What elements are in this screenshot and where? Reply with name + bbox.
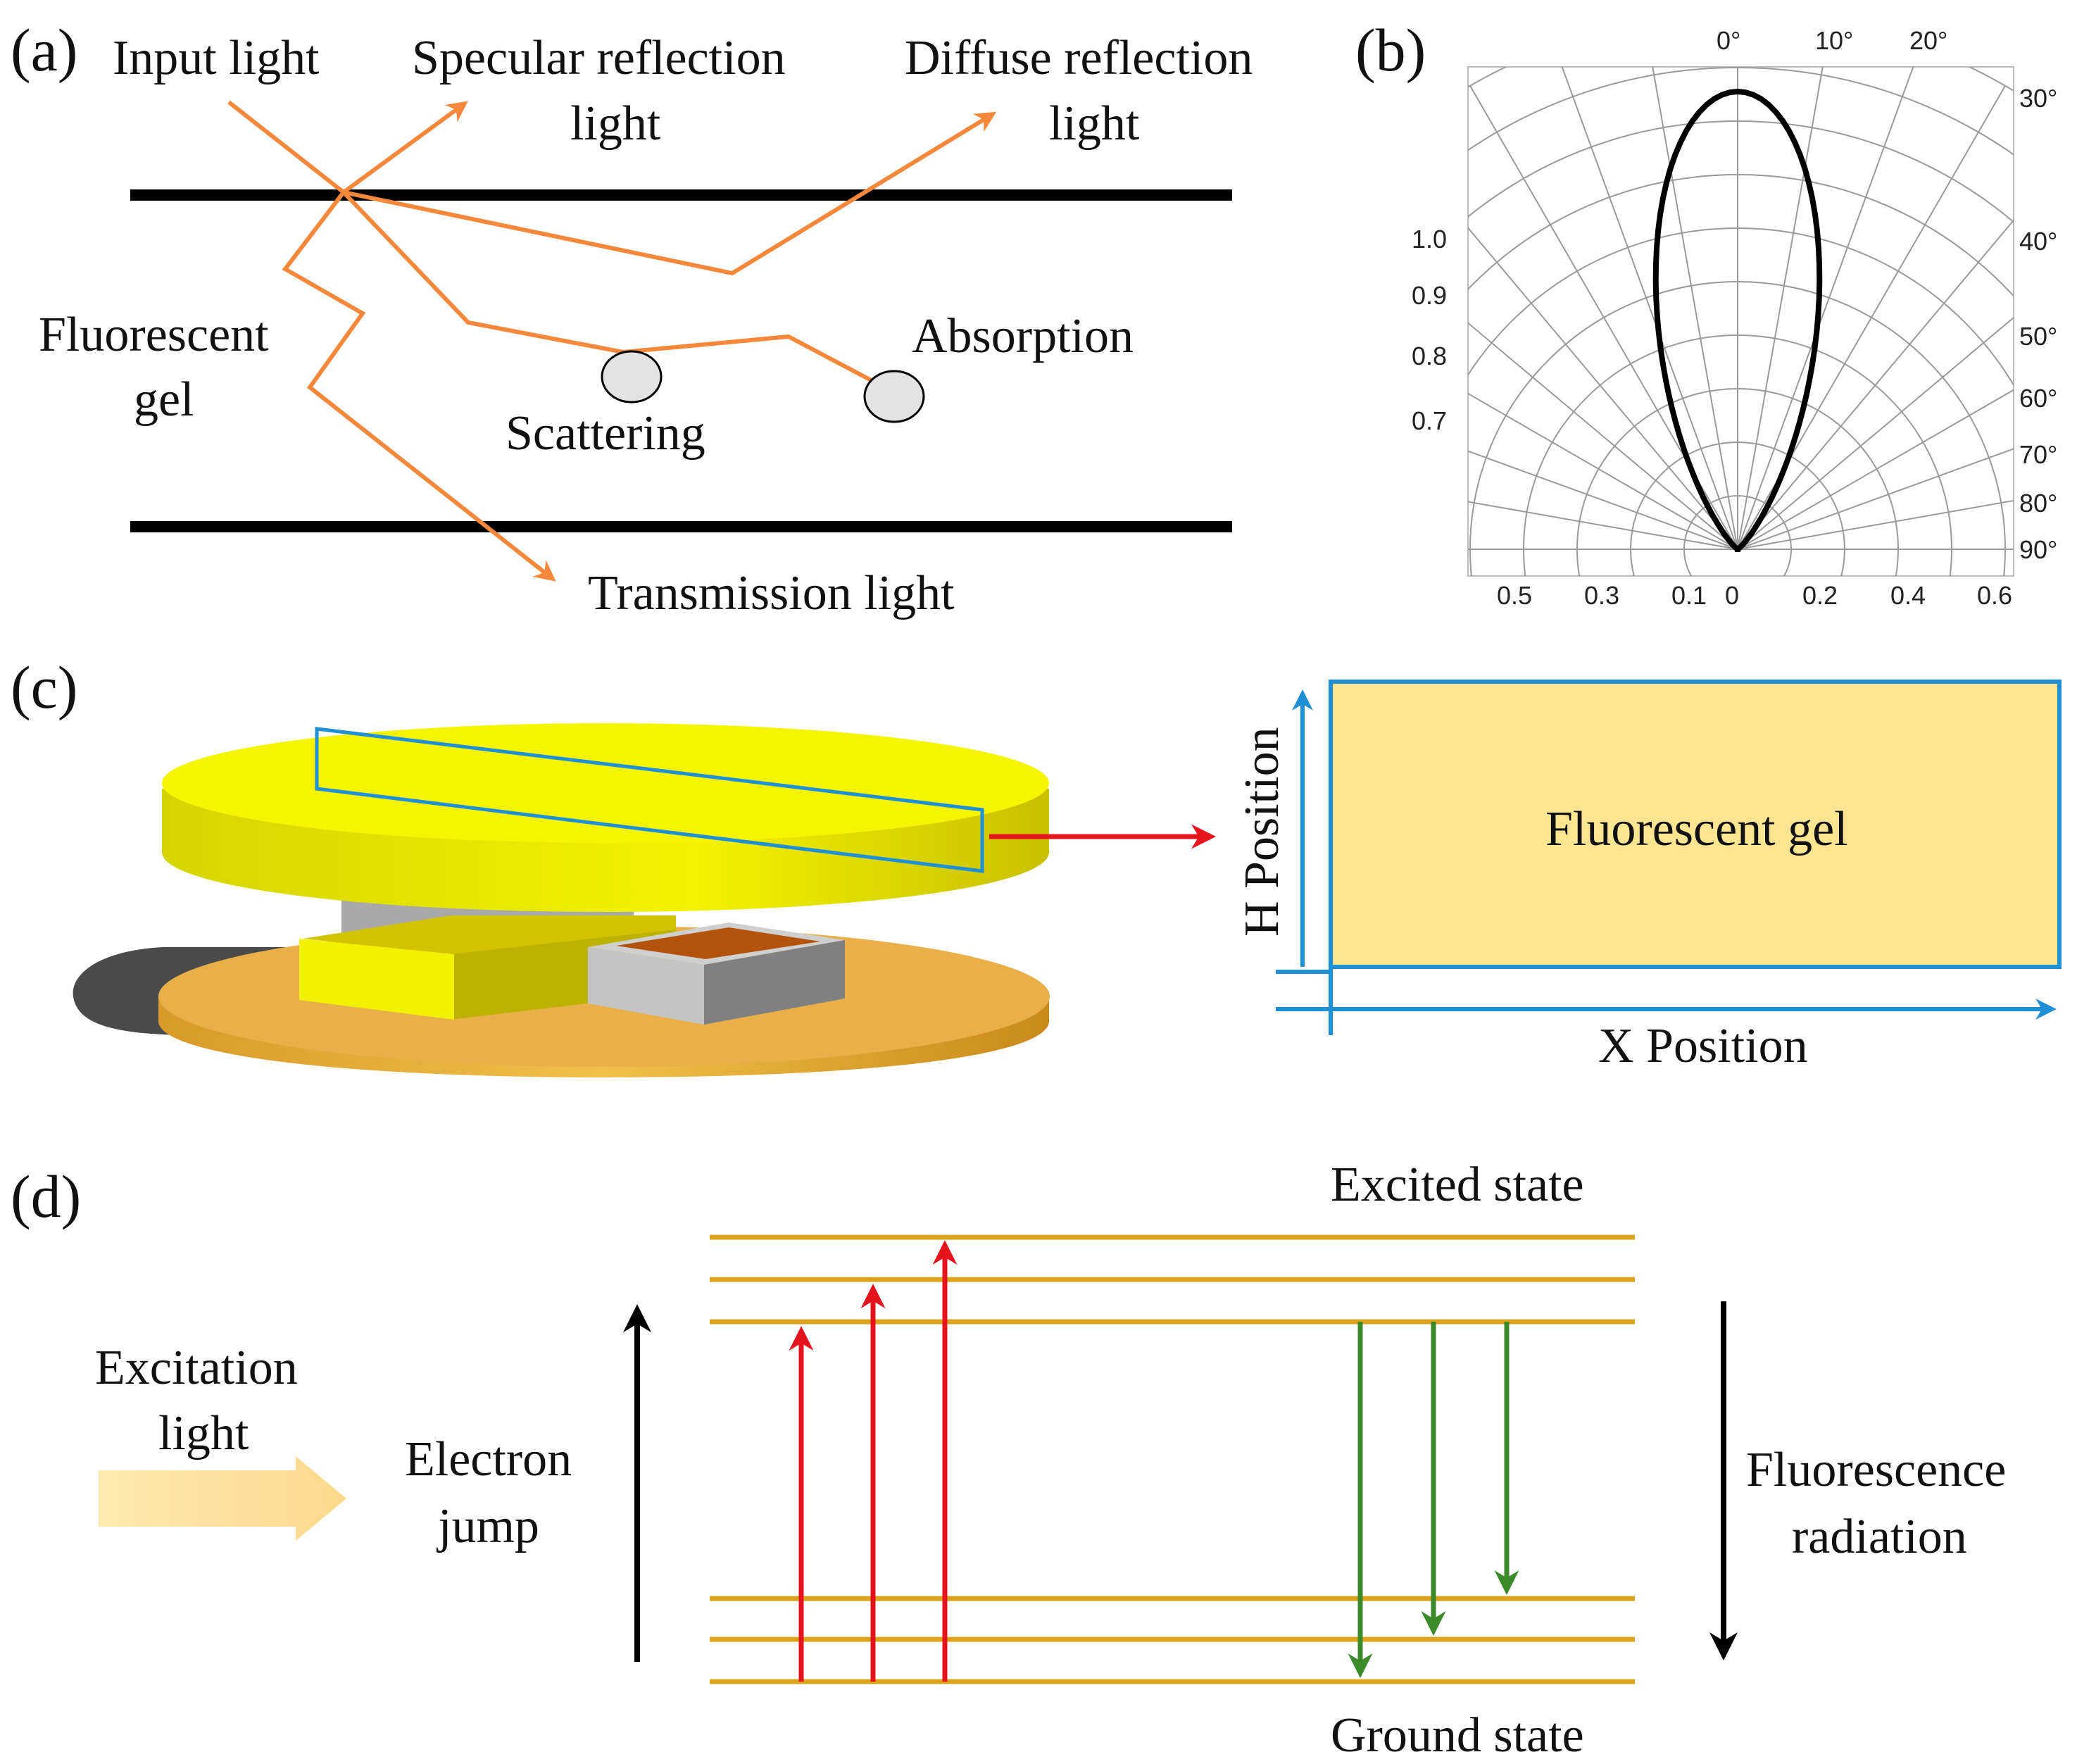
excited-state-label: Excited state <box>1331 1158 1584 1212</box>
panel-b: (b) 0° 10° 20° 30° 40° 50° 60° 70° 80° 9… <box>1355 16 2057 610</box>
panel-a: (a) Input light Specular reflection ligh… <box>11 16 1253 620</box>
light-rays <box>227 100 997 582</box>
angle-label-40: 40° <box>2019 227 2057 256</box>
angle-label-50: 50° <box>2019 322 2057 351</box>
energy-levels <box>710 1234 1635 1684</box>
absorption-particle <box>863 370 925 423</box>
radial-label-0-9: 0.9 <box>1412 281 1447 310</box>
led-package-3d <box>73 723 1050 1077</box>
polar-ring <box>1683 495 1792 576</box>
fluorescent-gel-label-line2: gel <box>134 373 194 427</box>
excitation-label-line1: Excitation <box>95 1341 298 1395</box>
panel-d: (d) Excited state Ground state Excitatio… <box>11 1158 2006 1763</box>
diffuse-label-line1: Diffuse reflection <box>905 31 1253 85</box>
panel-d-tag: (d) <box>11 1163 81 1230</box>
scattering-particle <box>601 350 663 404</box>
radial-label-1-0: 1.0 <box>1412 225 1447 254</box>
bottom-label-0: 0 <box>1725 581 1739 610</box>
fluorescence-label-line2: radiation <box>1792 1510 1967 1564</box>
polar-ring <box>1523 334 1952 576</box>
diffuse-label-line2: light <box>1049 96 1140 151</box>
h-position-label: H Position <box>1235 727 1289 937</box>
chip-die <box>616 927 820 959</box>
ground-state-label: Ground state <box>1331 1708 1584 1763</box>
radial-label-0-7: 0.7 <box>1412 406 1447 435</box>
lead-frame-front <box>299 939 454 1020</box>
input-light-label: Input light <box>113 31 320 85</box>
excitation-label-line2: light <box>158 1406 249 1460</box>
ray-diffuse-reflection <box>343 111 997 276</box>
polar-plot-frame <box>1467 66 2014 577</box>
panel-c-tag: (c) <box>11 653 77 721</box>
excitation-light-arrow <box>99 1456 346 1541</box>
scattering-label: Scattering <box>506 406 705 461</box>
polar-ring <box>1630 442 1845 576</box>
absorption-arrows <box>789 1240 958 1682</box>
radial-label-0-8: 0.8 <box>1412 342 1447 370</box>
section-diagram: Fluorescent gel H Position X Position <box>1235 680 2062 1073</box>
luminous-intensity-curve <box>1652 88 1823 552</box>
angle-label-10: 10° <box>1815 26 1853 55</box>
angle-label-60: 60° <box>2019 384 2057 413</box>
transmission-label: Transmission light <box>588 566 955 620</box>
polar-ring <box>1468 120 2014 223</box>
emission-arrows <box>1348 1322 1519 1678</box>
angle-label-30: 30° <box>2019 84 2057 113</box>
polar-ring <box>1468 67 2014 156</box>
panel-b-tag: (b) <box>1355 16 1426 84</box>
angle-label-20: 20° <box>1909 26 1947 55</box>
ray-input-to-specular <box>227 100 468 195</box>
bottom-label-0-2: 0.2 <box>1802 581 1838 610</box>
lead-frame-top <box>303 915 676 954</box>
gel-section-label: Fluorescent gel <box>1545 802 1848 856</box>
specular-label-line1: Specular reflection <box>412 31 786 85</box>
bottom-label-0-6: 0.6 <box>1977 581 2012 610</box>
polar-ring <box>1469 281 2006 576</box>
specular-label-line2: light <box>570 96 661 151</box>
polar-ring <box>1576 388 1899 576</box>
chip-front <box>588 947 704 1025</box>
polar-ring <box>1468 174 2014 298</box>
ray-transmission <box>282 191 556 582</box>
chip-side <box>704 940 845 1025</box>
bottom-label-0-1: 0.1 <box>1671 581 1707 610</box>
panel-c: (c) <box>11 653 2062 1077</box>
angle-label-0: 0° <box>1717 26 1740 55</box>
fluorescence-label-line1: Fluorescence <box>1746 1443 2006 1497</box>
polar-ring <box>1468 227 2014 387</box>
electron-jump-label-line2: jump <box>436 1499 539 1553</box>
fluorescent-gel-label-line1: Fluorescent <box>39 308 269 362</box>
gel-cross-section <box>1329 680 2062 969</box>
angle-label-70: 70° <box>2019 440 2057 469</box>
panel-a-tag: (a) <box>11 16 77 84</box>
x-position-label: X Position <box>1598 1019 1808 1073</box>
absorption-label: Absorption <box>912 309 1134 363</box>
bottom-label-0-4: 0.4 <box>1890 581 1926 610</box>
bottom-label-0-5: 0.5 <box>1497 581 1532 610</box>
electron-jump-label-line1: Electron <box>405 1432 572 1487</box>
polar-grid <box>1468 67 2014 576</box>
angle-label-80: 80° <box>2019 489 2057 518</box>
angle-label-90: 90° <box>2019 535 2057 564</box>
polar-plot <box>1467 66 2014 577</box>
gel-disc-top <box>162 723 1049 843</box>
bottom-label-0-3: 0.3 <box>1584 581 1619 610</box>
